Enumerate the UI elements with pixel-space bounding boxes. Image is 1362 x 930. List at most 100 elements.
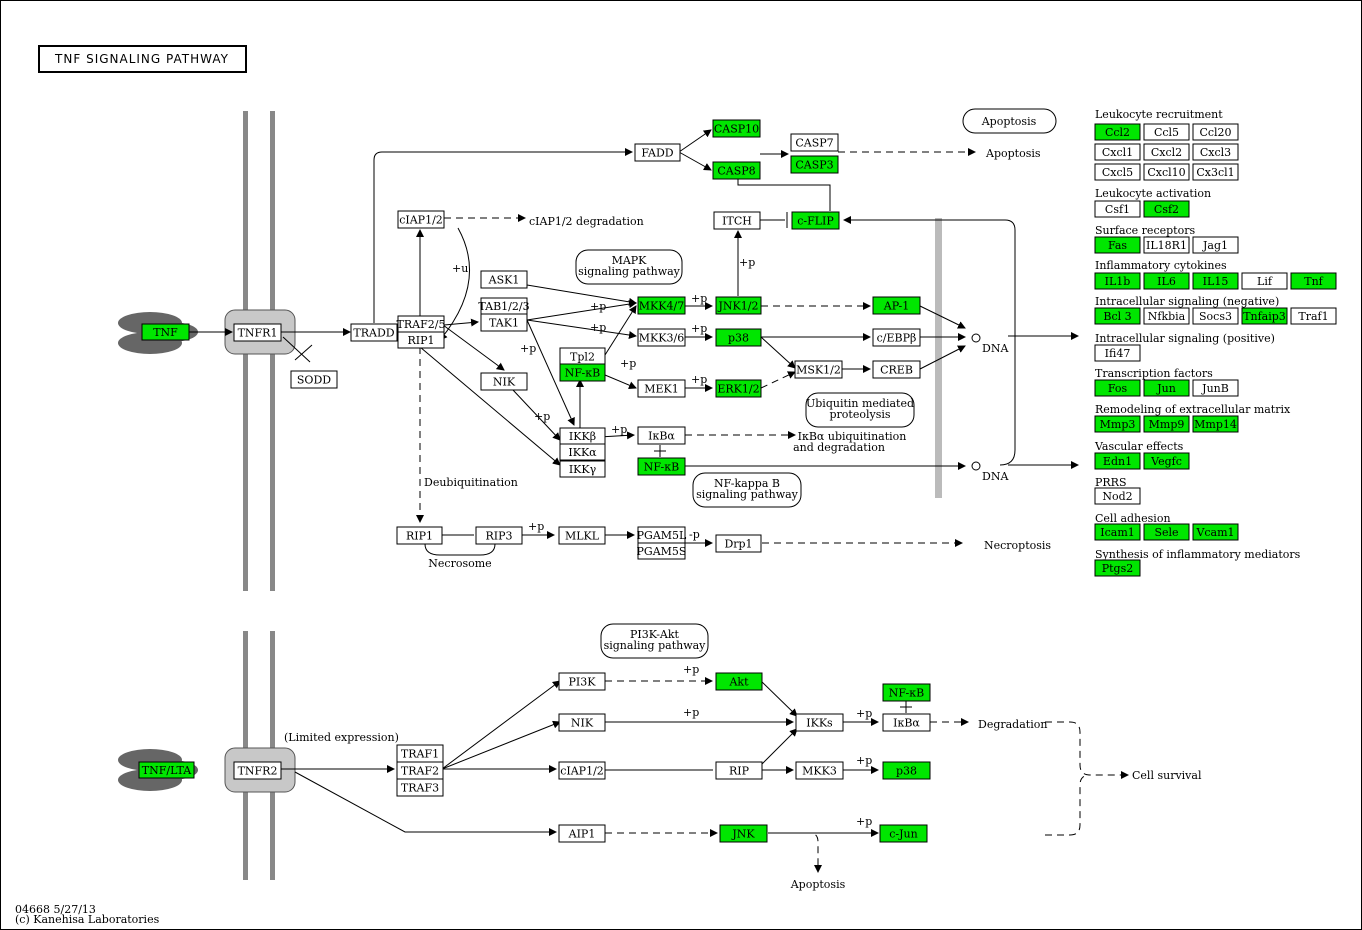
gene-node[interactable]: Ccl20: [1192, 123, 1239, 141]
nik-node[interactable]: NIK: [480, 372, 528, 391]
gene-node[interactable]: Vcam1: [1192, 523, 1239, 541]
tnflta-ligand-label-node[interactable]: TNF/LTA: [138, 761, 195, 779]
gene-node[interactable]: Ifi47: [1094, 344, 1141, 362]
fadd-node[interactable]: FADD: [634, 143, 681, 162]
gene-node[interactable]: IL6: [1143, 272, 1190, 290]
sodd-node[interactable]: SODD: [290, 370, 338, 389]
tpl2-node[interactable]: Tpl2: [559, 347, 606, 366]
gene-node[interactable]: Nod2: [1094, 487, 1141, 505]
tnfr2-node[interactable]: TNFR2: [233, 761, 282, 780]
gene-node[interactable]: IL18R1: [1143, 236, 1190, 254]
gene-node[interactable]: Sele: [1143, 523, 1190, 541]
gene-node[interactable]: Tnf: [1290, 272, 1337, 290]
gene-node[interactable]: Fos: [1094, 379, 1141, 397]
gene-node[interactable]: Tnfaip3: [1241, 307, 1288, 325]
pgam5s-node[interactable]: PGAM5S: [637, 542, 687, 560]
ciap12-node[interactable]: cIAP1/2: [397, 210, 445, 229]
gene-node[interactable]: Lif: [1241, 272, 1288, 290]
gene-node[interactable]: Ccl2: [1094, 123, 1141, 141]
gene-node[interactable]: Jag1: [1192, 236, 1239, 254]
traf1-node[interactable]: TRAF1: [396, 744, 444, 763]
mlkl-node[interactable]: MLKL: [558, 526, 606, 545]
jnk12-node[interactable]: JNK1/2: [715, 296, 762, 315]
traf2-node[interactable]: TRAF2: [396, 761, 444, 780]
gene-node[interactable]: Mmp3: [1094, 415, 1141, 433]
ciap12b-node[interactable]: cIAP1/2: [558, 761, 606, 780]
pgam5l-node[interactable]: PGAM5L: [637, 526, 687, 544]
tnf-ligand-label-node[interactable]: TNF: [141, 323, 190, 341]
gene-node[interactable]: Mmp9: [1143, 415, 1190, 433]
gene-node[interactable]: Mmp14: [1192, 415, 1239, 433]
ikba-node[interactable]: IκBα: [637, 426, 686, 445]
gene-node[interactable]: JunB: [1192, 379, 1239, 397]
drp1-node[interactable]: Drp1: [715, 534, 762, 553]
gene-node[interactable]: Cxcl3: [1192, 143, 1239, 161]
pi3k-node[interactable]: PI3K: [558, 672, 606, 691]
ikkg-node[interactable]: IKKγ: [559, 460, 606, 478]
aip1-node[interactable]: AIP1: [558, 824, 606, 843]
gene-node[interactable]: Cxcl1: [1094, 143, 1141, 161]
ask1-node[interactable]: ASK1: [480, 270, 528, 289]
gene-node[interactable]: Nfkbia: [1143, 307, 1190, 325]
ikba2-node[interactable]: IκBα: [882, 713, 931, 732]
gene-node[interactable]: Cxcl10: [1143, 163, 1190, 181]
traf25-node[interactable]: TRAF2/5: [397, 315, 446, 333]
tradd-node[interactable]: TRADD: [350, 323, 398, 342]
mkk47-node[interactable]: MKK4/7: [637, 296, 686, 315]
gene-node[interactable]: Cxcl5: [1094, 163, 1141, 181]
gene-node[interactable]: Cx3cl1: [1192, 163, 1239, 181]
rip-node[interactable]: RIP: [715, 761, 763, 780]
cebpb-node[interactable]: c/EBPβ: [872, 328, 921, 347]
p38b-node[interactable]: p38: [882, 761, 931, 780]
traf3-node[interactable]: TRAF3: [396, 778, 444, 797]
gene-node[interactable]: Ptgs2: [1094, 559, 1141, 577]
p38-node[interactable]: p38: [715, 328, 762, 347]
akt-node[interactable]: Akt: [715, 672, 763, 691]
msk12-node[interactable]: MSK1/2: [794, 360, 843, 379]
mkk3-node[interactable]: MKK3: [795, 761, 844, 780]
rip3-node[interactable]: RIP3: [475, 526, 523, 545]
cjun-node[interactable]: c-Jun: [879, 824, 928, 843]
nfkb-c-node[interactable]: NF-κB: [882, 683, 931, 702]
ikka-node[interactable]: IKKα: [559, 443, 606, 461]
gene-node[interactable]: Traf1: [1290, 307, 1337, 325]
ikks-node[interactable]: IKKs: [795, 713, 844, 732]
ap1-node[interactable]: AP-1: [872, 296, 921, 315]
jnk-node[interactable]: JNK: [719, 824, 768, 843]
mkk36-node[interactable]: MKK3/6: [637, 328, 686, 347]
tak1-node[interactable]: TAK1: [480, 313, 528, 332]
gene-node[interactable]: IL1b: [1094, 272, 1141, 290]
gene-node[interactable]: Fas: [1094, 236, 1141, 254]
ikkb-node[interactable]: IKKβ: [559, 427, 606, 445]
cflip-node[interactable]: c-FLIP: [791, 211, 840, 230]
gene-node[interactable]: Edn1: [1094, 452, 1141, 470]
gene-node[interactable]: Icam1: [1094, 523, 1141, 541]
creb-node[interactable]: CREB: [872, 360, 921, 379]
gene-node[interactable]: Csf1: [1094, 200, 1141, 218]
gene-node[interactable]: Csf2: [1143, 200, 1190, 218]
gene-node[interactable]: Jun: [1143, 379, 1190, 397]
nfkb-a-node[interactable]: NF-κB: [559, 363, 606, 382]
apoptosis-pathway-map[interactable]: Apoptosis: [962, 108, 1057, 134]
casp7-node[interactable]: CASP7: [790, 133, 839, 152]
rip1-node[interactable]: RIP1: [397, 331, 445, 349]
mek1-node[interactable]: MEK1: [637, 379, 686, 398]
tab123-node[interactable]: TAB1/2/3: [478, 297, 530, 315]
tnfr1-node[interactable]: TNFR1: [233, 323, 282, 342]
itch-node[interactable]: ITCH: [713, 211, 761, 230]
casp3-node[interactable]: CASP3: [790, 155, 839, 174]
gene-node[interactable]: Socs3: [1192, 307, 1239, 325]
gene-node[interactable]: Ccl5: [1143, 123, 1190, 141]
gene-node[interactable]: Cxcl2: [1143, 143, 1190, 161]
nfkb-b-node[interactable]: NF-κB: [637, 457, 686, 476]
nik2-node[interactable]: NIK: [558, 713, 606, 732]
rip1b-node[interactable]: RIP1: [396, 526, 443, 545]
erk12-node[interactable]: ERK1/2: [715, 379, 762, 398]
casp8-node[interactable]: CASP8: [712, 161, 761, 180]
gene-node[interactable]: Vegfc: [1143, 452, 1190, 470]
casp10-node[interactable]: CASP10: [712, 119, 761, 138]
